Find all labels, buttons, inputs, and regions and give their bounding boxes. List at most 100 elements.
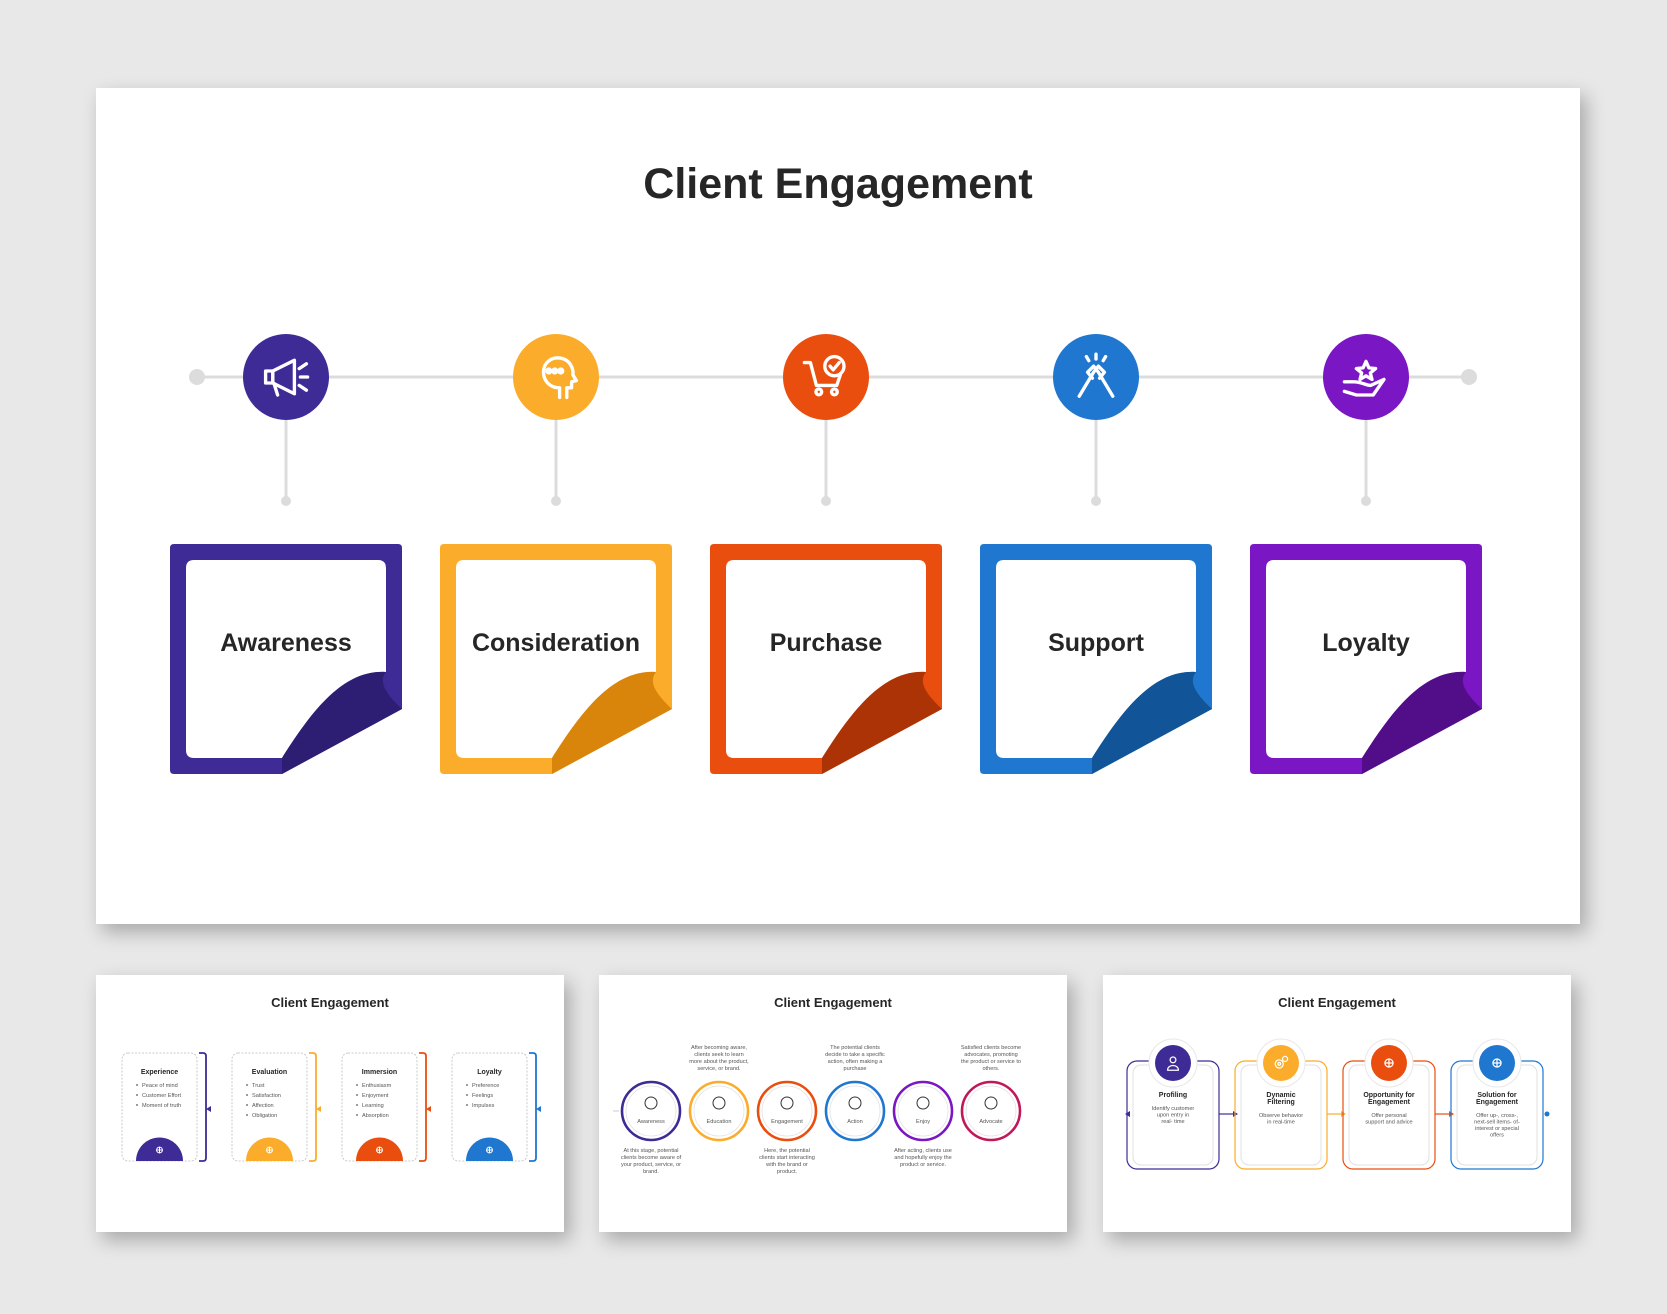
stage-card[interactable]: Purchase [710,544,942,774]
step-label: Advocate [979,1119,1002,1125]
icon-circle [1263,1045,1299,1081]
stage-card[interactable]: Awareness [170,544,402,774]
card-arrow [426,1106,431,1112]
celebration-icon [916,1096,930,1110]
stage-icon-circle[interactable] [1053,334,1139,420]
hand-heart-icon [486,1146,493,1154]
stage-consideration[interactable]: Consideration [440,334,672,774]
gears-icon [1274,1055,1289,1069]
card-arrow [316,1106,321,1112]
step-description: and hopefully enjoy the [894,1155,952,1161]
bullet-dot [246,1084,248,1086]
user-icon [1166,1056,1180,1071]
connector-dot [821,496,831,506]
card-text: Identify customer [1152,1106,1195,1112]
bullet-text: Enthusiasm [362,1083,392,1089]
bullet-dot [246,1104,248,1106]
cube-network-icon [376,1146,383,1154]
step-description: more about the product, [689,1059,749,1065]
stage-support[interactable]: Support [980,334,1212,774]
card-fold [1092,671,1212,774]
stage-card[interactable]: Loyalty [1250,544,1482,774]
card-immersion[interactable]: ImmersionEnthusiasmEnjoymentLearningAbso… [341,1052,431,1162]
stage-card[interactable]: Consideration [440,544,672,774]
megaphone-icon [263,358,310,397]
step-description: Satisfied clients become [961,1045,1021,1051]
card-fold [282,671,402,774]
bullet-text: Impulses [472,1103,495,1109]
cart-check-icon [802,354,846,397]
card-text: in real-time [1267,1120,1295,1126]
stage-purchase[interactable]: Purchase [710,334,942,774]
step-inner [965,1085,1017,1137]
card-heading: Loyalty [477,1069,502,1076]
megaphone-icon [984,1096,998,1110]
hand-coin-icon [1492,1058,1502,1068]
stage-icon-circle[interactable] [513,334,599,420]
bullet-text: Preference [472,1083,499,1089]
bullet-text: Peace of mind [142,1083,178,1089]
bullet-text: Trust [252,1083,265,1089]
stage-icon-circle[interactable] [783,334,869,420]
connector-dot [551,496,561,506]
step-description: After acting, clients use [894,1148,952,1154]
step-inner [693,1085,745,1137]
card-paper [1266,560,1466,758]
graduation-cap-icon [712,1096,726,1110]
bullet-text: Enjoyment [362,1093,389,1099]
bullet-text: Feelings [472,1093,493,1099]
bullet-dot [466,1104,468,1106]
stage-label: Purchase [770,629,883,657]
step-description: purchase [843,1066,866,1072]
connector-dot [281,496,291,506]
flow-end-dot [1544,1111,1550,1117]
handshake-icon [1077,352,1115,398]
step-description: The potential clients [830,1045,880,1051]
stage-label: Consideration [472,629,640,657]
card-heading: Evaluation [252,1069,287,1076]
step-description: clients become aware of [621,1155,682,1161]
step-description: action, often making a [828,1059,884,1065]
bullet-dot [356,1104,358,1106]
card-paper [996,560,1196,758]
stage-card[interactable]: Support [980,544,1212,774]
stage-label: Support [1048,629,1144,657]
step-description: Here, the potential [764,1148,810,1154]
bullet-dot [466,1094,468,1096]
step-inner [761,1085,813,1137]
connector-dot [1361,496,1371,506]
card-fold [1362,671,1482,774]
card-arrow [536,1106,541,1112]
step-description: service, or brand. [697,1066,741,1072]
stage-icon-circle[interactable] [243,334,329,420]
stage-loyalty[interactable]: Loyalty [1250,334,1482,774]
card-evaluation[interactable]: EvaluationTrustSatisfactionAffectionObli… [231,1052,321,1162]
bullet-text: Satisfaction [252,1093,281,1099]
bullet-dot [356,1084,358,1086]
card-box [341,1052,418,1162]
stage-awareness[interactable]: Awareness [170,334,402,774]
bullet-text: Absorption [362,1113,389,1119]
card-heading: Filtering [1267,1099,1295,1106]
bullet-text: Learning [362,1103,384,1109]
step-label: Enjoy [916,1119,930,1125]
card-text: Observe behavior [1259,1113,1303,1119]
step-description: your product, service, or [621,1162,681,1168]
card-box [231,1052,308,1162]
